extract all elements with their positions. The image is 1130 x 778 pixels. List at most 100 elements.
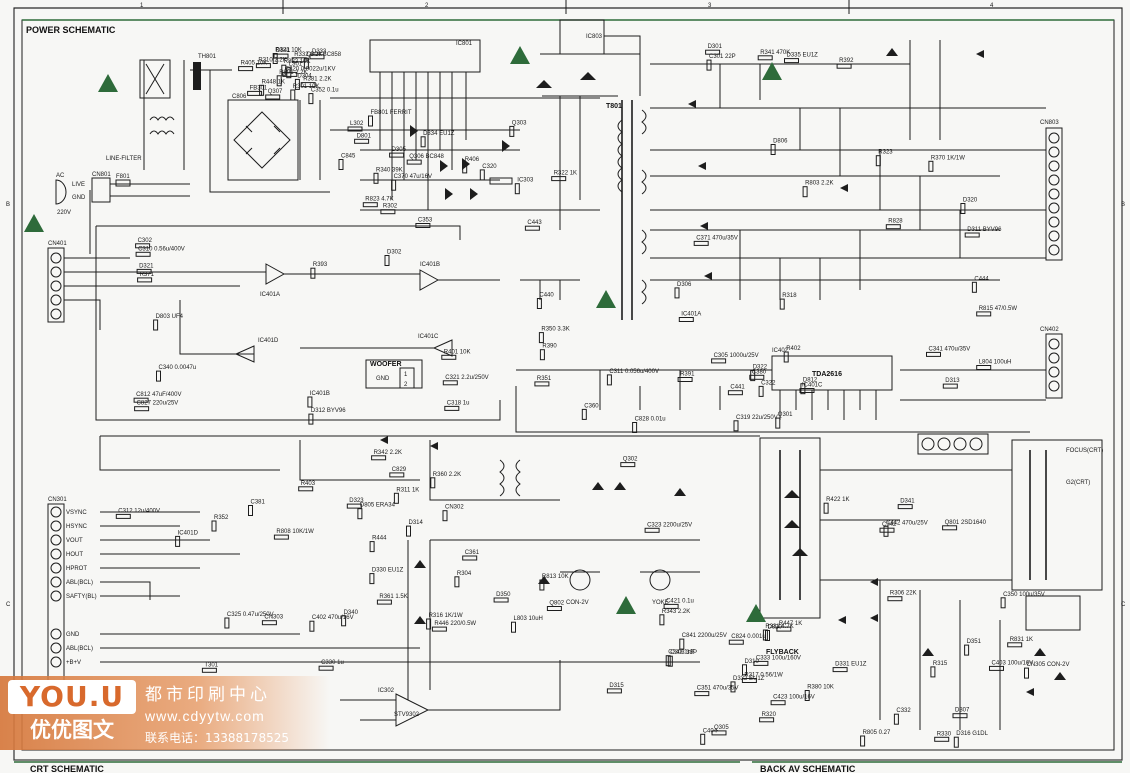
resistor-symbol <box>934 736 950 742</box>
resistor-symbol <box>261 620 277 626</box>
line-filter-block <box>139 59 171 99</box>
cn801-label: CN801 <box>92 172 111 178</box>
cn301-pin-label-2: HSYNC <box>66 524 88 530</box>
part-label: D340 <box>344 610 359 616</box>
primary-wiring <box>89 69 330 254</box>
vertical-ic-wiring <box>340 660 561 721</box>
part-label: C441 <box>730 385 745 391</box>
part-label: C311 0.056u/400V <box>609 369 659 375</box>
ic402-label: IC402 <box>772 348 789 354</box>
column-mark-1: 1 <box>140 3 144 9</box>
capacitor-symbol <box>514 183 520 195</box>
capacitor-symbol <box>153 319 159 331</box>
capacitor-symbol <box>536 298 542 309</box>
capacitor-symbol <box>706 59 712 71</box>
part-label: R360 2.2K <box>433 472 461 478</box>
part-label: C321 2.2u/250V <box>445 375 488 381</box>
tda2616-label: TDA2616 <box>812 371 842 378</box>
feedback-diodes <box>536 72 596 88</box>
resistor-symbol <box>362 202 378 208</box>
part-label: C323 2200u/25V <box>647 522 692 528</box>
capacitor-symbol <box>606 374 612 386</box>
part-label: D812 <box>803 378 818 384</box>
cn803-label: CN803 <box>1040 120 1059 126</box>
part-label: R342 2.2K <box>374 450 402 456</box>
cn301-pin-2 <box>50 520 62 532</box>
cn401-pin-3 <box>50 280 62 292</box>
t801-primary-winding <box>617 119 623 193</box>
cn401-pin-1 <box>50 252 62 264</box>
cn302-pin-1 <box>921 437 935 451</box>
capacitor-symbol <box>930 666 936 678</box>
warning-triangle-7 <box>746 604 766 622</box>
part-label: L803 10uH <box>514 616 543 622</box>
resistor-symbol <box>137 277 153 283</box>
cn301-pin-label-1: VSYNC <box>66 510 87 516</box>
capacitor-symbol <box>276 75 282 87</box>
ic801-label: IC801 <box>456 41 473 47</box>
fuse-f801 <box>115 179 131 187</box>
cn401-pin-5 <box>50 308 62 320</box>
line-filter-wires <box>143 60 185 170</box>
part-label: C381 <box>251 500 266 506</box>
part-label: R370 1K/1W <box>931 155 965 161</box>
capacitor-symbol <box>971 281 977 293</box>
part-label: C829 <box>392 467 407 473</box>
part-label: C404 <box>703 728 718 734</box>
part-label: D311 BYV96 <box>967 227 1002 233</box>
part-label: D334 EU1Z <box>423 131 455 137</box>
part-label: C342 <box>882 522 897 528</box>
audio-preamp-section: CN401 IC401A IC401B IC401D IC401C WOOFER… <box>47 225 580 421</box>
capacitor-symbol <box>272 53 278 64</box>
watermark-phone: 联系电话：13388178525 <box>145 731 289 745</box>
part-label: D351 <box>967 639 982 645</box>
cn402-pin-4 <box>1048 380 1060 392</box>
part-label: C332 <box>896 708 911 714</box>
ic401a-label: IC401A <box>260 292 280 298</box>
fuse-label: F801 <box>116 174 130 180</box>
part-label: R332 8.2K <box>294 52 322 58</box>
cn302-block <box>917 433 989 455</box>
column-mark-4: 4 <box>990 3 994 9</box>
part-label: D313 <box>945 378 960 384</box>
t301-driver <box>499 459 521 497</box>
cn401-connector <box>47 247 65 323</box>
capacitor-symbol <box>290 89 296 101</box>
woofer-pin-gnd: GND <box>376 376 390 382</box>
part-label: C303 33P <box>670 650 697 656</box>
part-label: D314 <box>409 520 424 526</box>
part-label: C350 100u/35V <box>1003 592 1045 598</box>
capacitor-symbol <box>303 57 309 69</box>
ac-pin-gnd: GND <box>72 195 86 201</box>
opamp-wiring <box>179 271 500 355</box>
capacitor-symbol <box>758 385 764 397</box>
capacitor-symbol <box>674 287 680 299</box>
resistor-symbol <box>380 209 396 215</box>
watermark-logo: YOU.U <box>8 680 136 714</box>
resistor-symbol <box>291 57 307 63</box>
ic803-label: IC803 <box>586 34 603 40</box>
part-label: C812 47uF/400V <box>136 392 181 398</box>
part-label: Q303 <box>512 120 527 126</box>
cn801-connector <box>91 177 111 203</box>
capacitor-symbol <box>511 621 516 633</box>
resistor-symbol <box>115 513 131 519</box>
row-mark-b-left: B <box>6 202 10 208</box>
capacitor-symbol <box>462 162 468 174</box>
cn803-pin-4 <box>1048 174 1060 186</box>
g2-label: G2(CRT) <box>1066 480 1090 486</box>
part-label: D305 <box>392 147 407 153</box>
capacitor-symbol <box>420 136 426 148</box>
capacitor-symbol <box>804 690 810 701</box>
capacitor-symbol <box>509 125 515 137</box>
part-label: D316 G1DL <box>956 731 988 737</box>
part-label: C421 0.1u <box>666 598 694 604</box>
capacitor-symbol <box>357 508 363 520</box>
cn301-pin-10 <box>50 656 62 668</box>
resistor-symbol <box>524 225 540 231</box>
part-label: R391 <box>680 372 695 378</box>
focus-label: FOCUS(CRT) <box>1066 448 1103 454</box>
part-label: IC401C <box>802 383 823 389</box>
part-label: C423 100u/16V <box>773 695 815 701</box>
cn803-pin-7 <box>1048 216 1060 228</box>
